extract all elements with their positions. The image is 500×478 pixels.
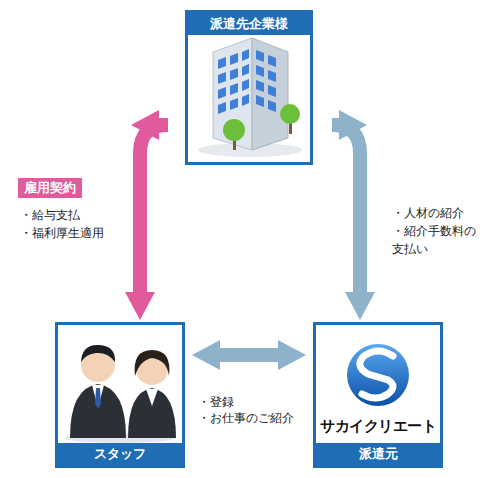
double-arrow <box>332 125 360 294</box>
logo-s <box>360 351 393 398</box>
tree-trunk <box>289 122 292 134</box>
building-windows <box>218 49 276 114</box>
person-body <box>128 388 176 438</box>
building-illustration <box>198 38 302 157</box>
logo-text: サカイクリエート <box>316 417 440 436</box>
tree <box>280 104 300 124</box>
tree-trunk <box>233 138 236 150</box>
tie <box>95 388 101 408</box>
node-title: 派遣元 <box>316 443 440 465</box>
node-box: 派遣先企業様 <box>185 10 313 165</box>
bullet-note: ・紹介手数料の支払い <box>392 222 482 258</box>
shirt <box>92 385 104 408</box>
bullet-note: ・給与支払 <box>20 206 140 224</box>
tree <box>223 119 245 141</box>
logo-circle <box>347 344 409 406</box>
node-title: 派遣先企業様 <box>188 13 310 35</box>
node-box: スタッフ <box>55 322 185 468</box>
building-face <box>213 38 252 150</box>
double-arrow <box>218 348 280 362</box>
staff-illustration <box>65 345 176 443</box>
edge-label: 雇用契約 <box>18 178 82 198</box>
shirt <box>146 389 158 406</box>
person-head <box>81 348 115 382</box>
person-body <box>70 384 126 438</box>
person-head <box>136 353 168 385</box>
bullet-note: ・お仕事のご紹介 <box>198 409 308 427</box>
building-side <box>252 38 288 150</box>
double-arrow <box>140 125 168 294</box>
node-box: サカイクリエート派遣元 <box>313 322 443 468</box>
bullet-note: ・登録 <box>198 393 308 411</box>
company-logo <box>347 344 409 406</box>
node-title: スタッフ <box>58 443 182 465</box>
hair <box>135 350 170 376</box>
bullet-note: ・福利厚生適用 <box>20 224 140 242</box>
bullet-note: ・人材の紹介 <box>392 204 482 222</box>
shadow <box>198 143 302 157</box>
shadow <box>65 433 175 443</box>
hair <box>81 345 115 362</box>
